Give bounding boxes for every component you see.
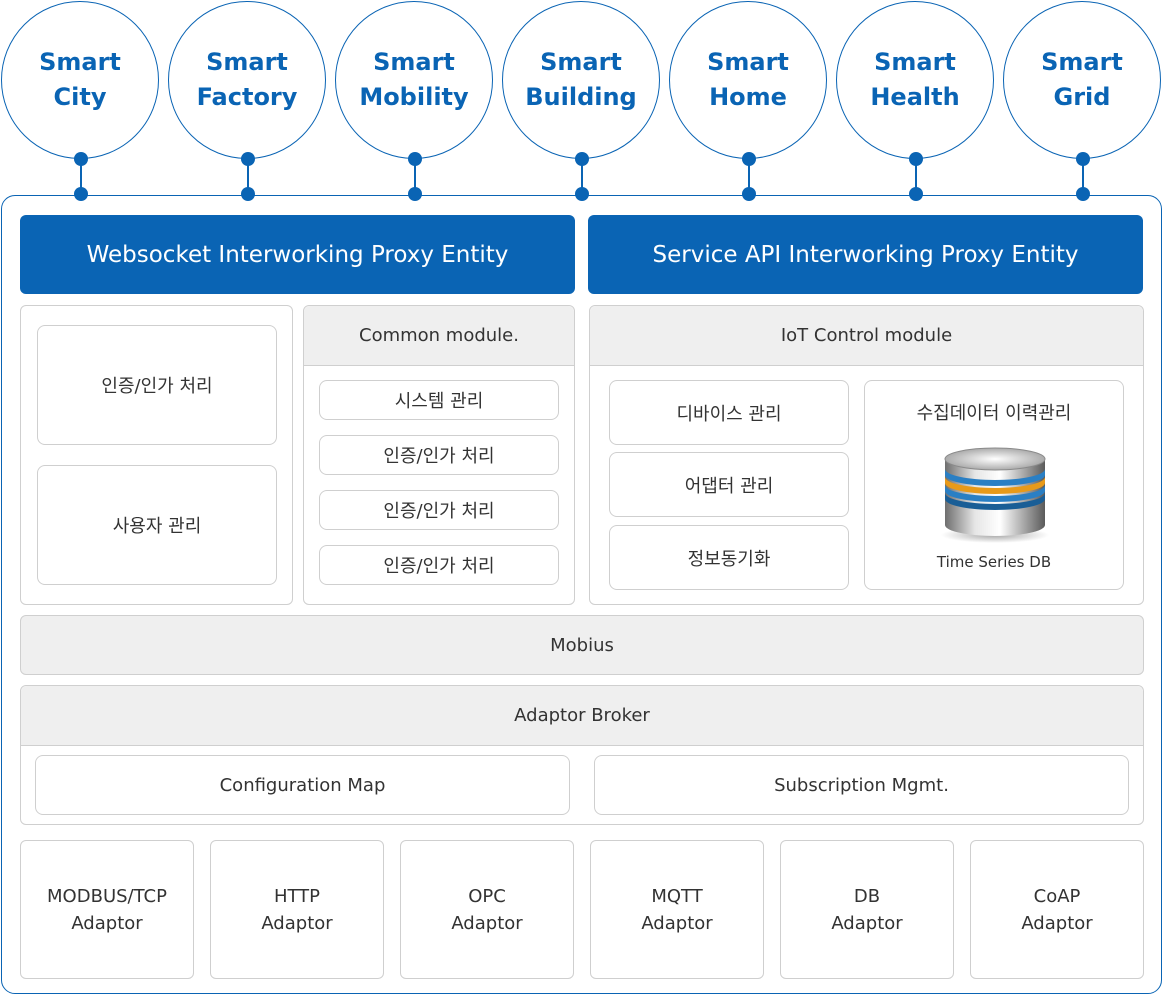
iot-control-item-label: 디바이스 관리 [676,403,782,425]
iot-control-item-label: 어댑터 관리 [684,475,774,497]
iot-control-header: IoT Control module [590,306,1143,366]
adaptor-mqtt: MQTT Adaptor [590,840,764,979]
iot-control-item-label: 정보동기화 [687,548,771,570]
auth-label: 인증/인가 처리 [101,376,213,397]
iot-control-title: IoT Control module [780,325,953,346]
adaptor-broker-header: Adaptor Broker [21,686,1143,746]
subscription-mgmt-label: Subscription Mgmt. [774,774,949,796]
domain-label-line2: City [53,83,107,111]
connector-dot [1076,187,1090,201]
adaptor-suffix: Adaptor [261,912,333,934]
mobius-bar: Mobius [20,615,1144,675]
adaptor-suffix: Adaptor [1021,912,1093,934]
connector-dot [408,152,422,166]
connector-dot [909,187,923,201]
domain-label-line2: Grid [1053,83,1111,111]
user-management-box: 사용자 관리 [37,465,277,585]
iot-control-item: 디바이스 관리 [609,380,849,445]
domain-label-line1: Smart [373,48,455,76]
data-history-title: 수집데이터 이력관리 [916,403,1072,424]
common-module-item: 시스템 관리 [319,380,559,420]
connector-line [915,159,917,195]
adaptor-suffix: Adaptor [831,912,903,934]
connector-line [1082,159,1084,195]
domain-label-line2: Mobility [359,83,469,111]
adaptor-coap: CoAP Adaptor [970,840,1144,979]
adaptor-name: DB [853,885,881,907]
connector-dot [408,187,422,201]
user-management-label: 사용자 관리 [112,516,202,537]
domain-label-line2: Home [709,83,787,111]
adaptor-name: MODBUS/TCP [47,885,167,907]
adaptor-opc: OPC Adaptor [400,840,574,979]
iot-control-item: 어댑터 관리 [609,452,849,517]
configuration-map-label: Configuration Map [219,774,386,796]
domain-label-line1: Smart [540,48,622,76]
domain-label-line1: Smart [1041,48,1123,76]
common-module-item: 인증/인가 처리 [319,435,559,475]
connector-dot [74,187,88,201]
domain-label-line1: Smart [206,48,288,76]
common-module-item-label: 인증/인가 처리 [383,501,495,522]
common-module-title: Common module. [359,325,519,346]
common-module-item-label: 인증/인가 처리 [383,446,495,467]
common-module-item-label: 인증/인가 처리 [383,556,495,577]
auth-box: 인증/인가 처리 [37,325,277,445]
connector-line [414,159,416,195]
domain-label-line2: Health [870,83,960,111]
adaptor-broker-title: Adaptor Broker [514,705,650,726]
subscription-mgmt-box: Subscription Mgmt. [594,755,1129,815]
service-api-proxy-header: Service API Interworking Proxy Entity [588,215,1143,294]
domain-label-line2: Factory [196,83,298,111]
adaptor-http: HTTP Adaptor [210,840,384,979]
adaptor-name: MQTT [651,885,703,907]
connector-dot [241,152,255,166]
domain-label-line1: Smart [707,48,789,76]
adaptor-name: HTTP [273,885,321,907]
adaptor-suffix: Adaptor [71,912,143,934]
adaptor-name: OPC [468,885,506,907]
websocket-proxy-title: Websocket Interworking Proxy Entity [86,241,509,268]
connector-dot [742,152,756,166]
common-module-item: 인증/인가 처리 [319,490,559,530]
adaptor-suffix: Adaptor [451,912,523,934]
connector-dot [742,187,756,201]
adaptor-suffix: Adaptor [641,912,713,934]
connector-line [247,159,249,195]
database-icon [941,447,1049,543]
service-api-proxy-title: Service API Interworking Proxy Entity [652,241,1079,268]
connector-dot [575,187,589,201]
connector-dot [74,152,88,166]
domain-label-line1: Smart [874,48,956,76]
domain-label-line1: Smart [39,48,121,76]
adaptor-modbus-tcp: MODBUS/TCP Adaptor [20,840,194,979]
mobius-label: Mobius [550,634,614,656]
domain-label-line2: Building [525,83,637,111]
connector-dot [909,152,923,166]
data-history-box: 수집데이터 이력관리 Time Series DB [864,380,1124,590]
connector-line [748,159,750,195]
adaptor-db: DB Adaptor [780,840,954,979]
connector-line [80,159,82,195]
configuration-map-box: Configuration Map [35,755,570,815]
db-label: Time Series DB [936,553,1052,571]
common-module-header: Common module. [304,306,574,366]
websocket-proxy-header: Websocket Interworking Proxy Entity [20,215,575,294]
connector-dot [1076,152,1090,166]
connector-dot [575,152,589,166]
common-module-item-label: 시스템 관리 [394,391,484,412]
common-module-item: 인증/인가 처리 [319,545,559,585]
iot-control-item: 정보동기화 [609,525,849,590]
adaptor-name: CoAP [1033,885,1081,907]
connector-dot [241,187,255,201]
connector-line [581,159,583,195]
